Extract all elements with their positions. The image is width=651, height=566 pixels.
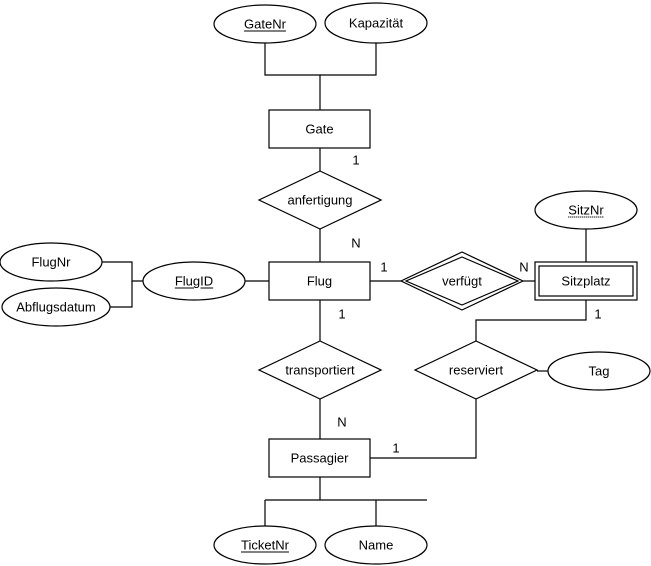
entity-box-gate[interactable]: [268, 109, 371, 149]
link-flugnr-flugid: [102, 261, 143, 282]
link-gatenr-gate: [264, 43, 321, 110]
card-verfuegt-sitzplatz: N: [519, 259, 529, 275]
card-sitzplatz-reserviert: 1: [594, 306, 602, 322]
card-anfertigung-flug: N: [351, 235, 361, 251]
attribute-ellipse-gatenr[interactable]: [213, 4, 317, 44]
attribute-ellipse-sitznr[interactable]: [534, 190, 638, 230]
card-flug-transportiert: 1: [338, 306, 346, 322]
relationship-diamond-transportiert[interactable]: [257, 340, 383, 400]
attribute-ellipse-name[interactable]: [324, 525, 428, 565]
attribute-ellipse-flugnr[interactable]: [0, 242, 103, 282]
link-abflugsdatum-flugid: [110, 281, 133, 308]
entity-box-flug[interactable]: [268, 261, 371, 301]
card-passagier-reserviert: 1: [392, 440, 400, 456]
relationship-diamond-anfertigung[interactable]: [257, 170, 383, 230]
card-transportiert-passagier: N: [337, 414, 347, 430]
card-flug-verfuegt: 1: [380, 259, 388, 275]
entity-box-passagier[interactable]: [268, 438, 371, 478]
relationship-diamond-reserviert[interactable]: [413, 340, 539, 400]
attribute-ellipse-ticketnr[interactable]: [213, 525, 317, 565]
relationship-diamond-verfuegt[interactable]: [399, 251, 525, 311]
link-kapazitaet-gate: [320, 43, 377, 76]
attribute-ellipse-kapazitaet[interactable]: [324, 2, 428, 44]
entity-box-sitzplatz[interactable]: [534, 261, 638, 301]
link-reserviert-passagier: [370, 399, 477, 459]
card-gate-anfertigung: 1: [352, 152, 360, 168]
link-sitzplatz-reserviert: [475, 300, 587, 341]
relationship-diamond-inner-verfuegt: [404, 256, 520, 306]
attribute-ellipse-flugid[interactable]: [142, 261, 246, 301]
attribute-ellipse-abflugsdatum[interactable]: [1, 287, 111, 327]
entity-box-inner-sitzplatz: [538, 265, 634, 297]
attribute-ellipse-tag[interactable]: [547, 351, 651, 391]
